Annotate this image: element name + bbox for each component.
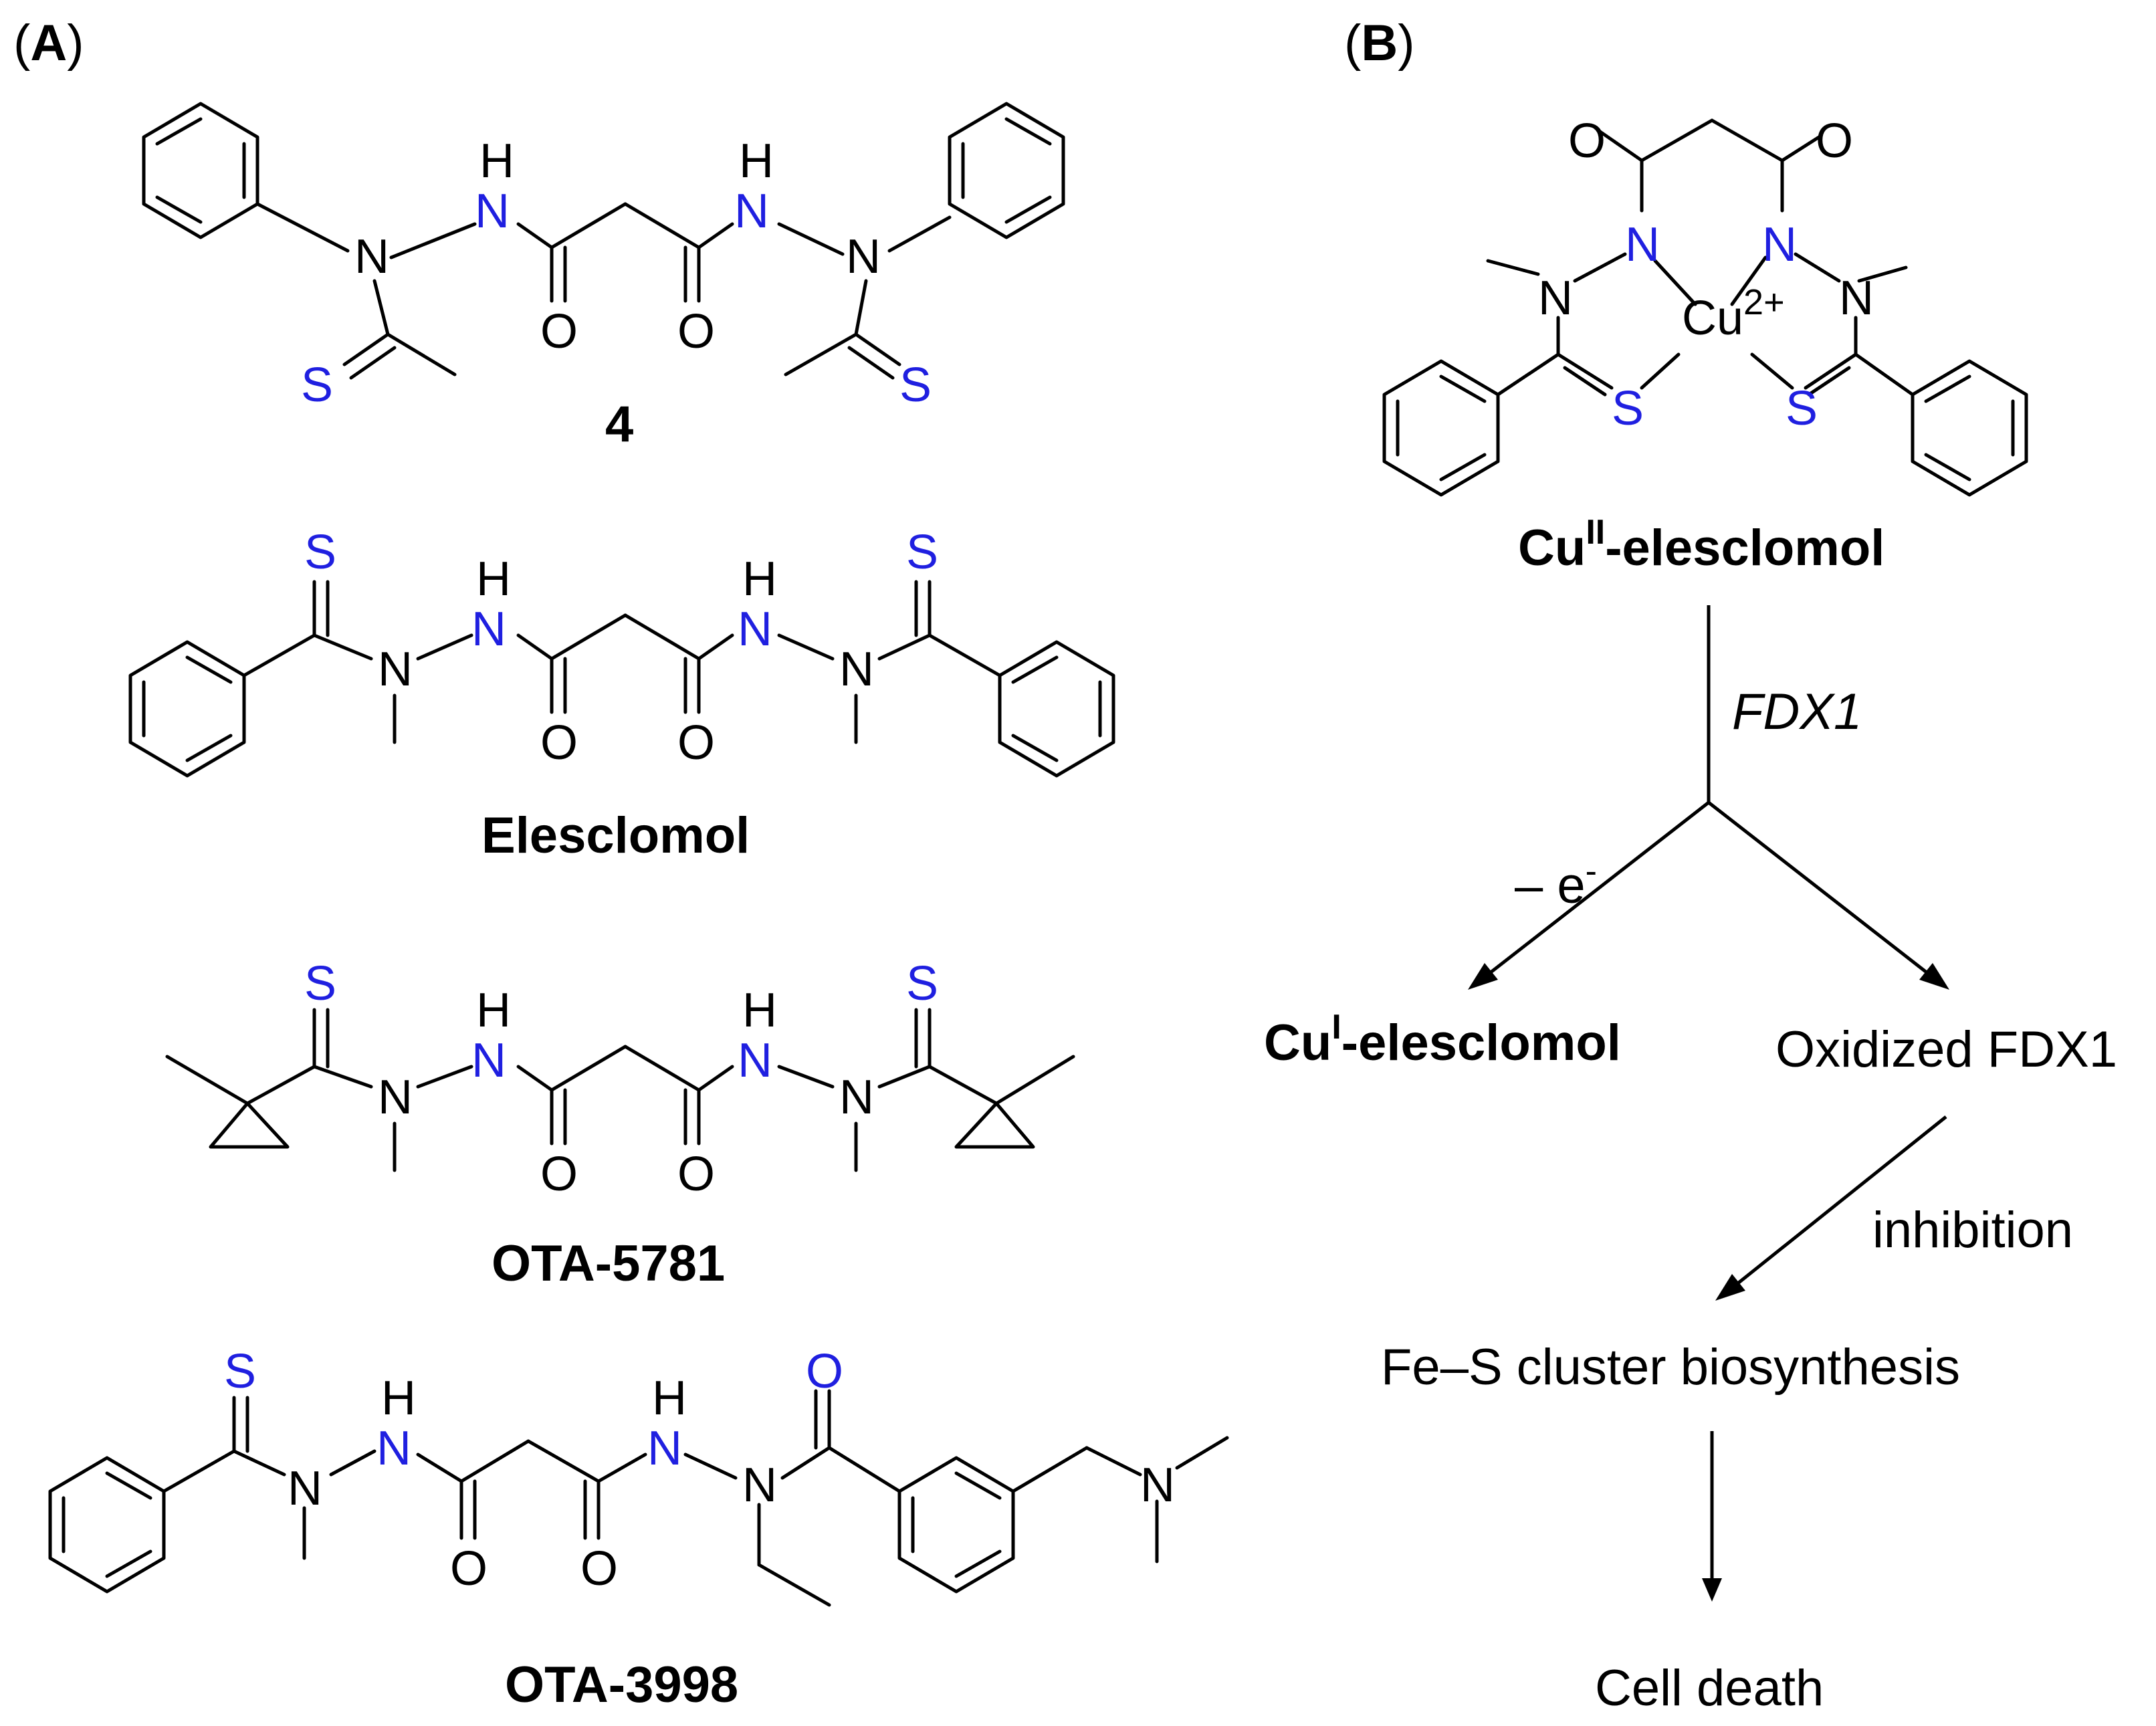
- el-n2: N: [471, 603, 506, 656]
- cu-ii-elesclomol-label: CuII-elesclomol: [1518, 513, 1884, 576]
- ota5781-o2: O: [677, 1148, 715, 1201]
- elesclomol-structure: [128, 580, 1115, 778]
- fdx1-label: FDX1: [1732, 683, 1862, 740]
- ota3998-n5: N: [1140, 1459, 1175, 1512]
- elesclomol-label: Elesclomol: [481, 807, 750, 864]
- ota5781-n2: N: [471, 1034, 506, 1087]
- ota5781-n1: N: [378, 1071, 413, 1124]
- ota3998-structure: [48, 1389, 1229, 1607]
- ota3998-o1: O: [450, 1542, 488, 1596]
- ota5781-structure: [165, 1008, 1075, 1172]
- c4-o2: O: [677, 305, 715, 358]
- c4-h1: H: [479, 134, 514, 188]
- electron-loss-label: – e-: [1515, 852, 1597, 914]
- panel-b-label: (B): [1344, 15, 1415, 72]
- compound-4-label: 4: [605, 396, 633, 453]
- arrowhead-right: [1919, 963, 1949, 990]
- c4-n3: N: [734, 185, 769, 238]
- cu-center: Cu2+: [1682, 282, 1785, 345]
- cu-s2: S: [1786, 382, 1818, 435]
- el-n4: N: [839, 643, 874, 696]
- ota3998-n4: N: [742, 1459, 777, 1512]
- el-o1: O: [540, 716, 578, 770]
- ota3998-n3: N: [647, 1422, 682, 1475]
- arrowhead-left: [1468, 963, 1498, 990]
- el-s2: S: [906, 526, 938, 579]
- cu-n4: N: [1839, 272, 1874, 325]
- c4-h2: H: [739, 134, 774, 188]
- cell-death-label: Cell death: [1595, 1660, 1824, 1717]
- c4-n2: N: [475, 185, 510, 238]
- ota3998-s1: S: [224, 1345, 256, 1398]
- ota5781-h2: H: [742, 984, 777, 1037]
- cu-n3: N: [1538, 272, 1573, 325]
- c4-o1: O: [540, 305, 578, 358]
- ota3998-h1: H: [381, 1372, 416, 1425]
- el-s1: S: [304, 526, 336, 579]
- cu-s1: S: [1612, 382, 1644, 435]
- panel-a-label: (A): [13, 15, 84, 72]
- inhibition-arrowhead: [1715, 1274, 1745, 1301]
- el-h2: H: [742, 552, 777, 606]
- cu-elesclomol-structure: [1382, 118, 2028, 497]
- oxidized-fdx1-label: Oxidized FDX1: [1775, 1021, 2117, 1078]
- ota5781-s1: S: [304, 957, 336, 1010]
- cu-i-elesclomol-label: CuI-elesclomol: [1264, 1008, 1621, 1071]
- cu-n2: N: [1762, 218, 1797, 272]
- ota3998-o3: O: [806, 1345, 843, 1398]
- ota3998-n1: N: [288, 1462, 322, 1515]
- ota5781-n3: N: [738, 1034, 772, 1087]
- cu-o2: O: [1816, 114, 1853, 168]
- cu-n1: N: [1625, 218, 1660, 272]
- inhibition-label: inhibition: [1872, 1202, 2073, 1259]
- inhibition-arrow: [1727, 1115, 1947, 1292]
- el-h1: H: [476, 552, 511, 606]
- c4-n4: N: [846, 230, 881, 284]
- el-n1: N: [378, 643, 413, 696]
- el-n3: N: [738, 603, 772, 656]
- flow-branch-left: [1480, 801, 1710, 981]
- cu-o1: O: [1568, 114, 1606, 168]
- ota3998-h2: H: [652, 1372, 687, 1425]
- ota3998-o2: O: [580, 1542, 618, 1596]
- c4-n1: N: [354, 230, 389, 284]
- ota5781-o1: O: [540, 1148, 578, 1201]
- flow-branch-right: [1707, 801, 1937, 981]
- ota5781-label: OTA-5781: [492, 1235, 725, 1292]
- ota3998-label: OTA-3998: [505, 1656, 738, 1713]
- compound-4-structure: [142, 102, 1065, 380]
- c4-s2: S: [899, 358, 932, 412]
- el-o2: O: [677, 716, 715, 770]
- ota3998-n2: N: [376, 1422, 411, 1475]
- fes-biosynthesis-label: Fe–S cluster biosynthesis: [1381, 1339, 1960, 1396]
- ota5781-h1: H: [476, 984, 511, 1037]
- ota5781-s2: S: [906, 957, 938, 1010]
- ota5781-n4: N: [839, 1071, 874, 1124]
- c4-s1: S: [301, 358, 333, 412]
- death-arrowhead: [1702, 1578, 1722, 1602]
